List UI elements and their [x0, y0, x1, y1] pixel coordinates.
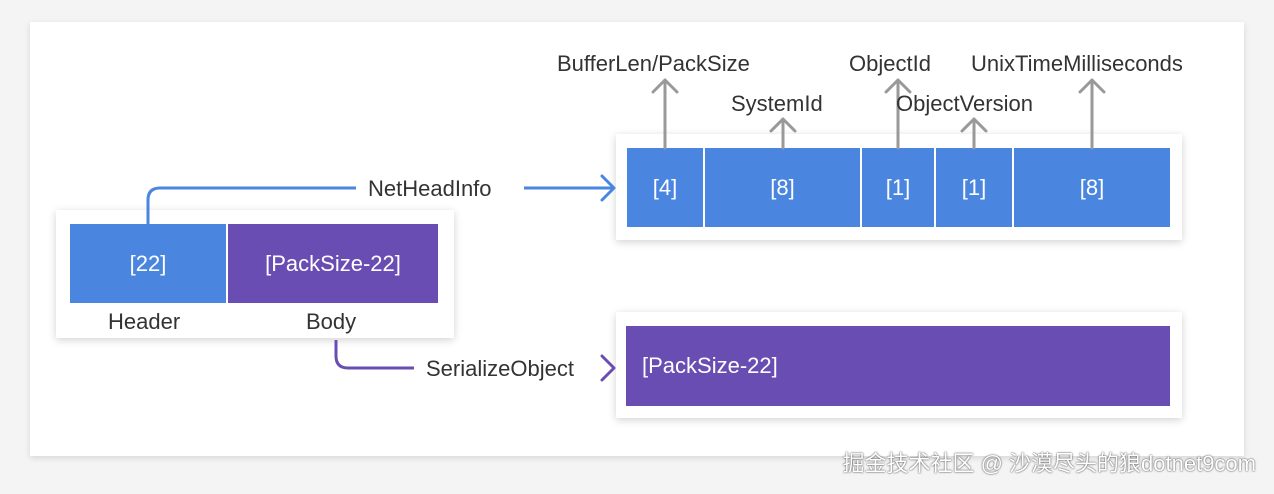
buffer-len-label: BufferLen/PackSize [557, 51, 750, 76]
net-head-info-label: NetHeadInfo [362, 176, 498, 202]
field-cell-buffer-len: [4] [627, 148, 703, 227]
unix-time-arrow [1078, 78, 1106, 150]
serialize-object-label: SerializeObject [420, 356, 580, 382]
object-id-label: ObjectId [849, 51, 931, 76]
header-cell: [22] [70, 224, 226, 303]
unix-time-label: UnixTimeMilliseconds [971, 51, 1183, 76]
net-head-info-connector [146, 186, 356, 224]
serialized-body-cell: [PackSize-22] [626, 326, 1170, 406]
buffer-len-arrow [651, 78, 679, 150]
field-cell-object-version: [1] [936, 148, 1012, 227]
watermark-text: 掘金技术社区 @ 沙漠尽头的狼dotnet9com [842, 451, 1256, 476]
object-version-arrow [960, 117, 988, 150]
system-id-label: SystemId [731, 91, 823, 116]
body-cell: [PackSize-22] [228, 224, 438, 303]
field-cell-system-id: [8] [705, 148, 860, 227]
body-caption: Body [306, 309, 357, 334]
system-id-arrow [769, 117, 797, 150]
header-caption: Header [108, 309, 181, 334]
object-id-arrow [884, 78, 912, 150]
object-version-label: ObjectVersion [896, 91, 1033, 116]
net-head-info-arrowhead [600, 174, 616, 202]
serialize-object-connector [334, 340, 414, 370]
field-cell-unix-time: [8] [1014, 148, 1170, 227]
field-cell-object-id: [1] [862, 148, 934, 227]
serialize-object-arrowhead [600, 354, 616, 382]
